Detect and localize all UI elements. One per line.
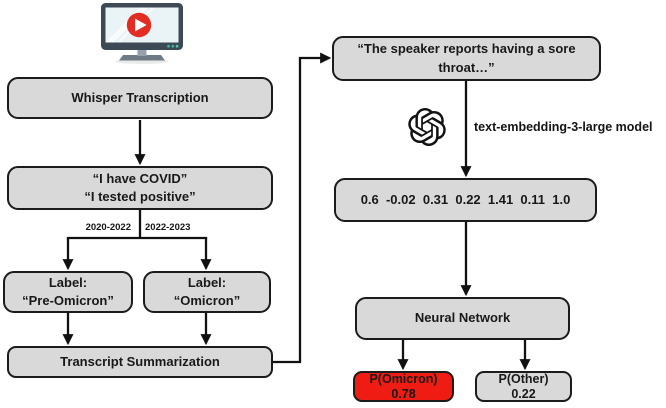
embedding-vector-box: 0.6 -0.02 0.31 0.22 1.41 0.11 1.0 [334, 178, 597, 222]
label-omicron-line2: “Omicron” [173, 293, 241, 308]
embedding-vector-values: 0.6 -0.02 0.31 0.22 1.41 0.11 1.0 [360, 191, 571, 207]
transcript-examples-box: “I have COVID” “I tested positive” [7, 166, 273, 210]
era-label-omicron: 2022-2023 [145, 222, 191, 233]
embedding-model-label: text-embedding-3-large model [474, 120, 653, 134]
neural-network-label: Neural Network [414, 310, 511, 326]
label-pre-omicron-line1: Label: [48, 274, 88, 290]
video-monitor-play-icon [99, 2, 185, 64]
p-omicron-output-box: P(Omicron) 0.78 [353, 371, 454, 402]
era-label-pre-omicron: 2020-2022 [85, 222, 131, 233]
transcript-summarization-box: Transcript Summarization [7, 346, 273, 378]
summary-line2: throat…” [438, 59, 495, 75]
p-other-value: 0.22 [511, 386, 536, 401]
summary-text-box: “The speaker reports having a sore throa… [332, 36, 601, 81]
p-omicron-label: P(Omicron) [369, 372, 438, 387]
whisper-transcription-label: Whisper Transcription [71, 89, 209, 105]
covid-quote-line2: “I tested positive” [84, 189, 196, 204]
p-other-output-box: P(Other) 0.22 [475, 371, 572, 402]
transcript-summarization-label: Transcript Summarization [60, 353, 220, 369]
p-omicron-value: 0.78 [391, 386, 416, 401]
label-pre-omicron-line2: “Pre-Omicron” [22, 293, 114, 308]
openai-logo-icon [408, 108, 446, 147]
neural-network-box: Neural Network [355, 297, 570, 340]
covid-quote-line1: “I have COVID” [92, 170, 188, 186]
whisper-transcription-box: Whisper Transcription [7, 77, 273, 119]
label-omicron-line1: Label: [187, 274, 227, 290]
label-omicron-box: Label: “Omicron” [143, 271, 271, 313]
p-other-label: P(Other) [498, 372, 549, 387]
summary-line1: “The speaker reports having a sore [357, 41, 576, 57]
label-pre-omicron-box: Label: “Pre-Omicron” [3, 271, 133, 313]
